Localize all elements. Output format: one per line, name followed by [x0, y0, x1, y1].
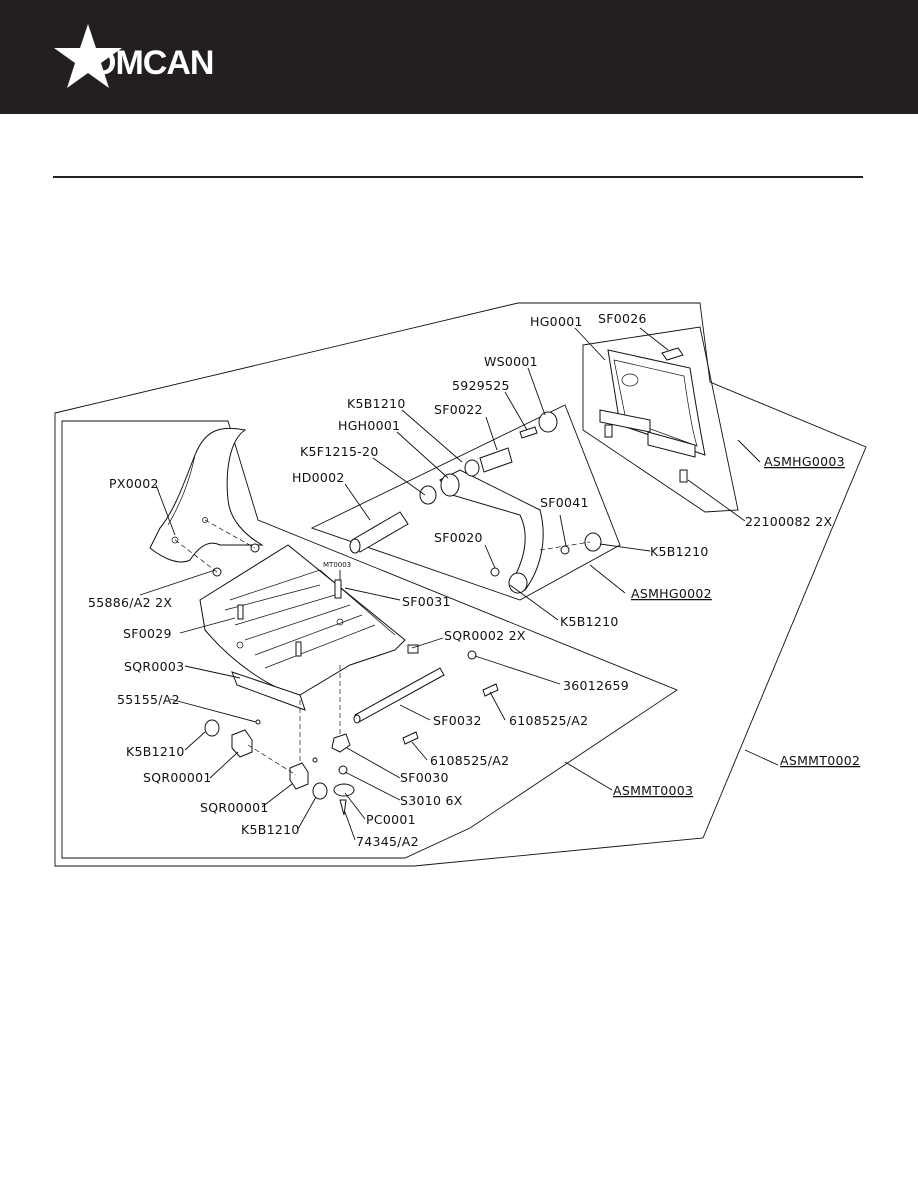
divider-rule [53, 176, 863, 178]
sqr-blocks [204, 719, 328, 800]
assembly-asmhg0002: ASMHG0002 [631, 586, 712, 601]
logo-text: OMCAN [90, 44, 213, 82]
label-k5b1210-e: K5B1210 [241, 822, 300, 837]
label-k5b1210-d: K5B1210 [126, 744, 185, 759]
label-hd0002: HD0002 [292, 470, 345, 485]
hg0001-part [599, 347, 706, 483]
label-55886: 55886/A2 2X [88, 595, 172, 610]
label-k5b1210-a: K5B1210 [347, 396, 406, 411]
label-k5f1215: K5F1215-20 [300, 444, 379, 459]
header-bar: OMCAN [0, 0, 918, 114]
label-sf0022: SF0022 [434, 402, 483, 417]
label-36012659: 36012659 [563, 678, 629, 693]
assembly-asmhg0003: ASMHG0003 [764, 454, 845, 469]
label-sqr0003: SQR0003 [124, 659, 184, 674]
label-mt0003: MT0003 [323, 561, 351, 569]
star-icon [54, 24, 122, 88]
label-sf0026: SF0026 [598, 311, 647, 326]
leader-lines [139, 327, 779, 841]
label-74345: 74345/A2 [356, 834, 419, 849]
omcan-logo: OMCAN [54, 24, 214, 88]
tray-part [199, 544, 406, 711]
label-sf0032: SF0032 [433, 713, 482, 728]
sf0032-part [299, 644, 499, 770]
label-sqr00001-b: SQR00001 [200, 800, 269, 815]
label-5929525: 5929525 [452, 378, 510, 393]
label-22100082: 22100082 2X [745, 514, 833, 529]
label-px0002: PX0002 [109, 476, 159, 491]
label-55155: 55155/A2 [117, 692, 180, 707]
label-6108525-a: 6108525/A2 [509, 713, 588, 728]
label-6108525-b: 6108525/A2 [430, 753, 509, 768]
label-k5b1210-b: K5B1210 [650, 544, 709, 559]
label-s3010: S3010 6X [400, 793, 463, 808]
label-hg0001: HG0001 [530, 314, 583, 329]
label-sf0029: SF0029 [123, 626, 172, 641]
label-ws0001: WS0001 [484, 354, 538, 369]
asmhg0003-boundary [582, 326, 739, 513]
px0002-part [149, 427, 264, 577]
label-hgh0001: HGH0001 [338, 418, 400, 433]
knob-stack [331, 733, 355, 816]
label-sf0031: SF0031 [402, 594, 451, 609]
label-sf0041: SF0041 [540, 495, 589, 510]
label-pc0001: PC0001 [366, 812, 416, 827]
assembly-asmmt0003: ASMMT0003 [613, 783, 693, 798]
label-sqr0002: SQR0002 2X [444, 628, 526, 643]
label-k5b1210-c: K5B1210 [560, 614, 619, 629]
label-sqr00001-a: SQR00001 [143, 770, 212, 785]
asmhg0002-boundary [310, 404, 621, 601]
asmmt0002-boundary [54, 302, 867, 867]
assembly-asmmt0002: ASMMT0002 [780, 753, 860, 768]
label-sf0030: SF0030 [400, 770, 449, 785]
label-sf0020: SF0020 [434, 530, 483, 545]
part-labels: HG0001 SF0026 WS0001 5929525 K5B1210 SF0… [88, 311, 860, 849]
